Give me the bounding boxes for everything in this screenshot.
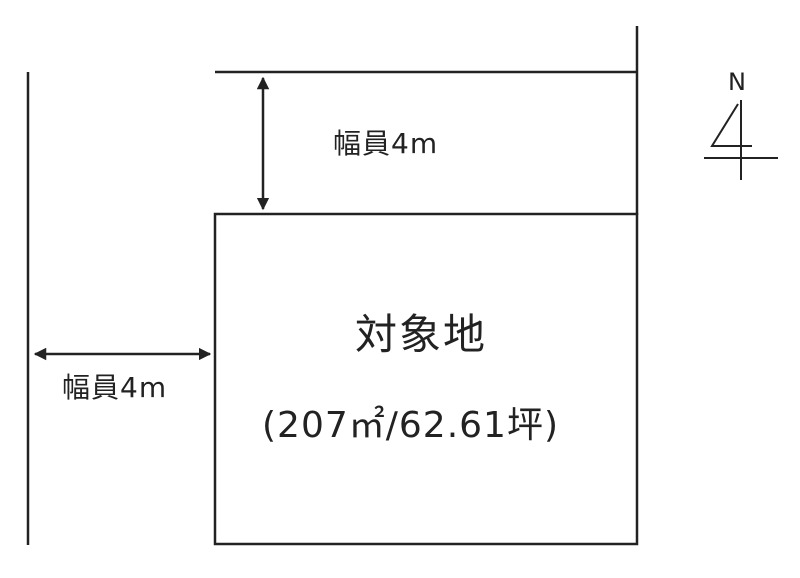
subject-plot-rect (213, 212, 639, 546)
plot-area-label: (207㎡/62.61坪) (262, 405, 559, 446)
north-label: N (728, 68, 746, 96)
north-road-width-label: 幅員4m (333, 127, 439, 160)
north-compass-icon (704, 100, 778, 180)
west-road-width-label: 幅員4m (62, 371, 168, 404)
plot-title: 対象地 (355, 310, 488, 359)
